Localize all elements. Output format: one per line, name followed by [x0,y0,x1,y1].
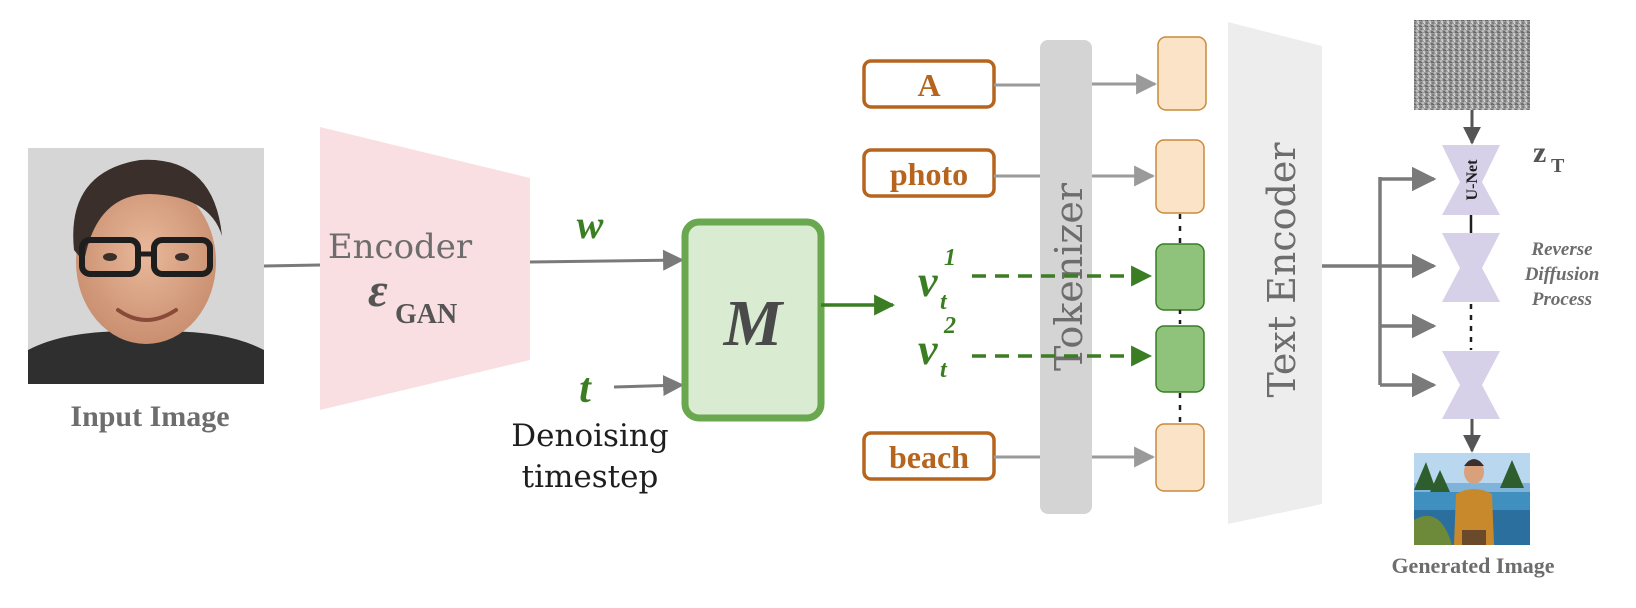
v2-subscript: t [940,357,948,383]
generated-image-label: Generated Image [1391,553,1554,578]
token-word-photo: photo [862,148,996,198]
denoising-label-line1: Denoising [511,418,668,454]
image-to-encoder-line [263,263,321,268]
generated-image [1414,453,1530,545]
z-label: z [1533,136,1546,169]
unet-block-3 [1442,351,1500,419]
z-subscript: T [1551,155,1565,177]
v2-symbol: v [918,325,938,374]
w-arrow [529,249,685,271]
mapper-box [681,218,825,422]
v1-symbol: v [918,257,938,306]
encoder-subscript: GAN [395,299,457,330]
unet-block-2 [1442,233,1500,302]
pseudo-token-v2: v t 2 [918,313,956,383]
reverse-label-line3: Process [1531,289,1592,310]
embedding-a [1157,36,1207,111]
mapper-label: M [723,287,785,360]
token-word-a-label: A [917,67,940,103]
face-photo-icon [76,180,216,344]
token-word-photo-label: photo [890,156,968,192]
noise-image-icon [1414,20,1530,110]
t-label: t [579,366,592,412]
v2-superscript: 2 [943,313,956,339]
text-encoder-trapezoid [1228,22,1322,524]
unet-block-1 [1442,145,1500,215]
reverse-label-line2: Diffusion [1524,264,1600,285]
token-word-beach: beach [862,431,996,481]
v1-subscript: t [940,289,948,315]
text-encoder-label: Text Encoder [1260,142,1304,398]
pseudo-token-v1: v t 1 [918,245,956,315]
t-arrow [613,375,685,397]
embedding-v1 [1155,243,1205,311]
input-image-label: Input Image [70,400,229,433]
embedding-beach [1155,423,1205,492]
denoising-label-line2: timestep [522,459,659,495]
v1-superscript: 1 [944,245,956,271]
input-image [28,148,264,384]
token-word-beach-label: beach [889,439,969,475]
token-word-a: A [862,59,996,109]
reverse-label-line1: Reverse [1530,239,1593,260]
encoder-label: Encoder [328,227,473,267]
embedding-photo [1155,139,1205,214]
encoder-symbol: ε [368,264,388,317]
encoder-trapezoid [320,127,530,410]
embedding-v2 [1155,325,1205,393]
w-label: w [577,202,604,247]
unet-label: U-Net [1464,159,1481,201]
